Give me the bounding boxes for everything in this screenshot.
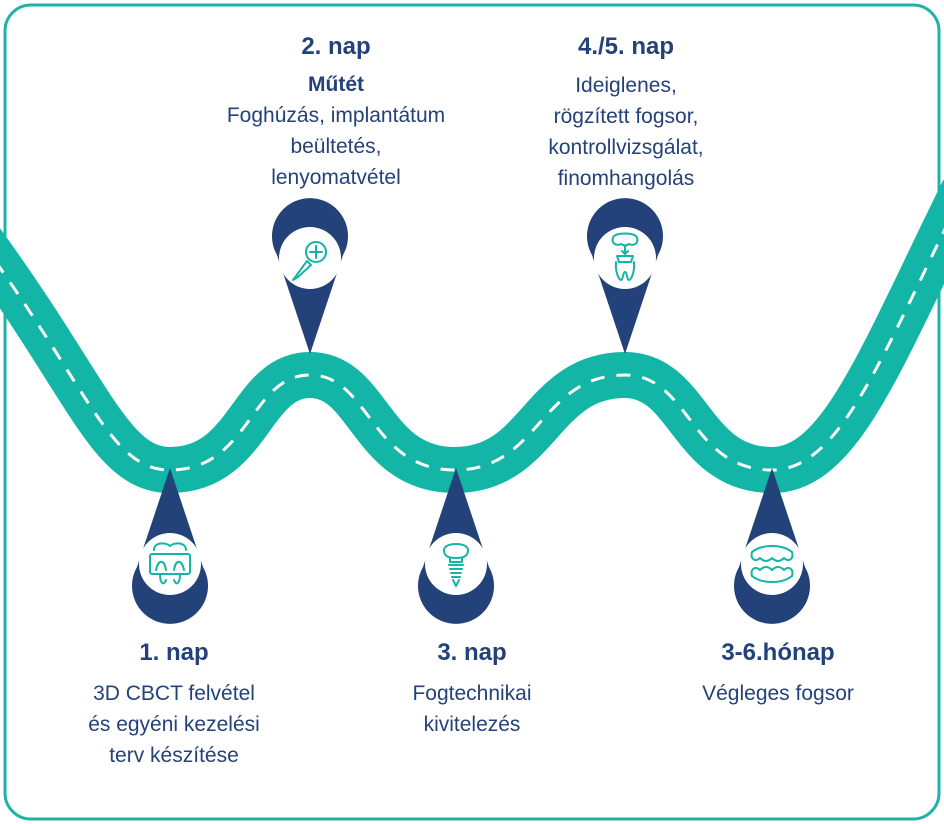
step-title: 3-6.hónap [721, 639, 835, 666]
desc-line: kontrollvizsgálat, [548, 136, 704, 159]
winding-road [0, 179, 944, 494]
step-description: Fogtechnikai kivitelezés [322, 678, 622, 740]
step-36-label: 3-6.hónap Végleges fogsor [628, 638, 928, 709]
scalpel-icon [292, 241, 327, 281]
desc-line: kivitelezés [423, 713, 521, 736]
desc-line: Foghúzás, implantátum [226, 104, 446, 127]
step-2-label: 2. nap Műtét Foghúzás, implantátum beült… [186, 32, 486, 193]
desc-line: 3D CBCT felvétel [93, 682, 255, 705]
step-subtitle: Műtét [308, 73, 364, 96]
tooth-xray-icon [149, 542, 191, 585]
pin-step-1 [132, 468, 208, 624]
step-title: 3. nap [437, 639, 507, 666]
desc-line: lenyomatvétel [271, 166, 401, 189]
desc-line: terv készítése [109, 744, 239, 767]
step-1-label: 1. nap 3D CBCT felvétel és egyéni kezelé… [24, 638, 324, 771]
step-title: 4./5. nap [577, 33, 675, 60]
pin-step-36 [734, 468, 810, 624]
crown-implant-icon [611, 232, 639, 281]
step-3-label: 3. nap Fogtechnikai kivitelezés [322, 638, 622, 740]
road-band [0, 179, 944, 494]
frame-border [3, 3, 941, 821]
step-description: 3D CBCT felvétel és egyéni kezelési terv… [24, 678, 324, 771]
step-title: 2. nap [301, 33, 371, 60]
road-centerline [0, 227, 944, 472]
step-description: Ideiglenes, rögzített fogsor, kontrollvi… [476, 70, 776, 194]
step-description: Foghúzás, implantátum beültetés, lenyoma… [186, 100, 486, 193]
pin-step-2 [272, 198, 348, 354]
pin-step-3 [418, 468, 494, 624]
desc-line: rögzített fogsor, [553, 105, 699, 128]
step-45-label: 4./5. nap Ideiglenes, rögzített fogsor, … [476, 32, 776, 194]
dental-implant-icon [443, 543, 469, 587]
desc-line: és egyéni kezelési [88, 713, 260, 736]
pin-step-45 [587, 198, 663, 354]
denture-icon [750, 545, 794, 583]
step-description: Végleges fogsor [628, 678, 928, 709]
desc-line: beültetés, [290, 135, 382, 158]
desc-line: finomhangolás [557, 167, 695, 190]
step-title: 1. nap [139, 639, 209, 666]
desc-line: Végleges fogsor [702, 682, 854, 705]
desc-line: Ideiglenes, [575, 74, 677, 97]
desc-line: Fogtechnikai [412, 682, 532, 705]
